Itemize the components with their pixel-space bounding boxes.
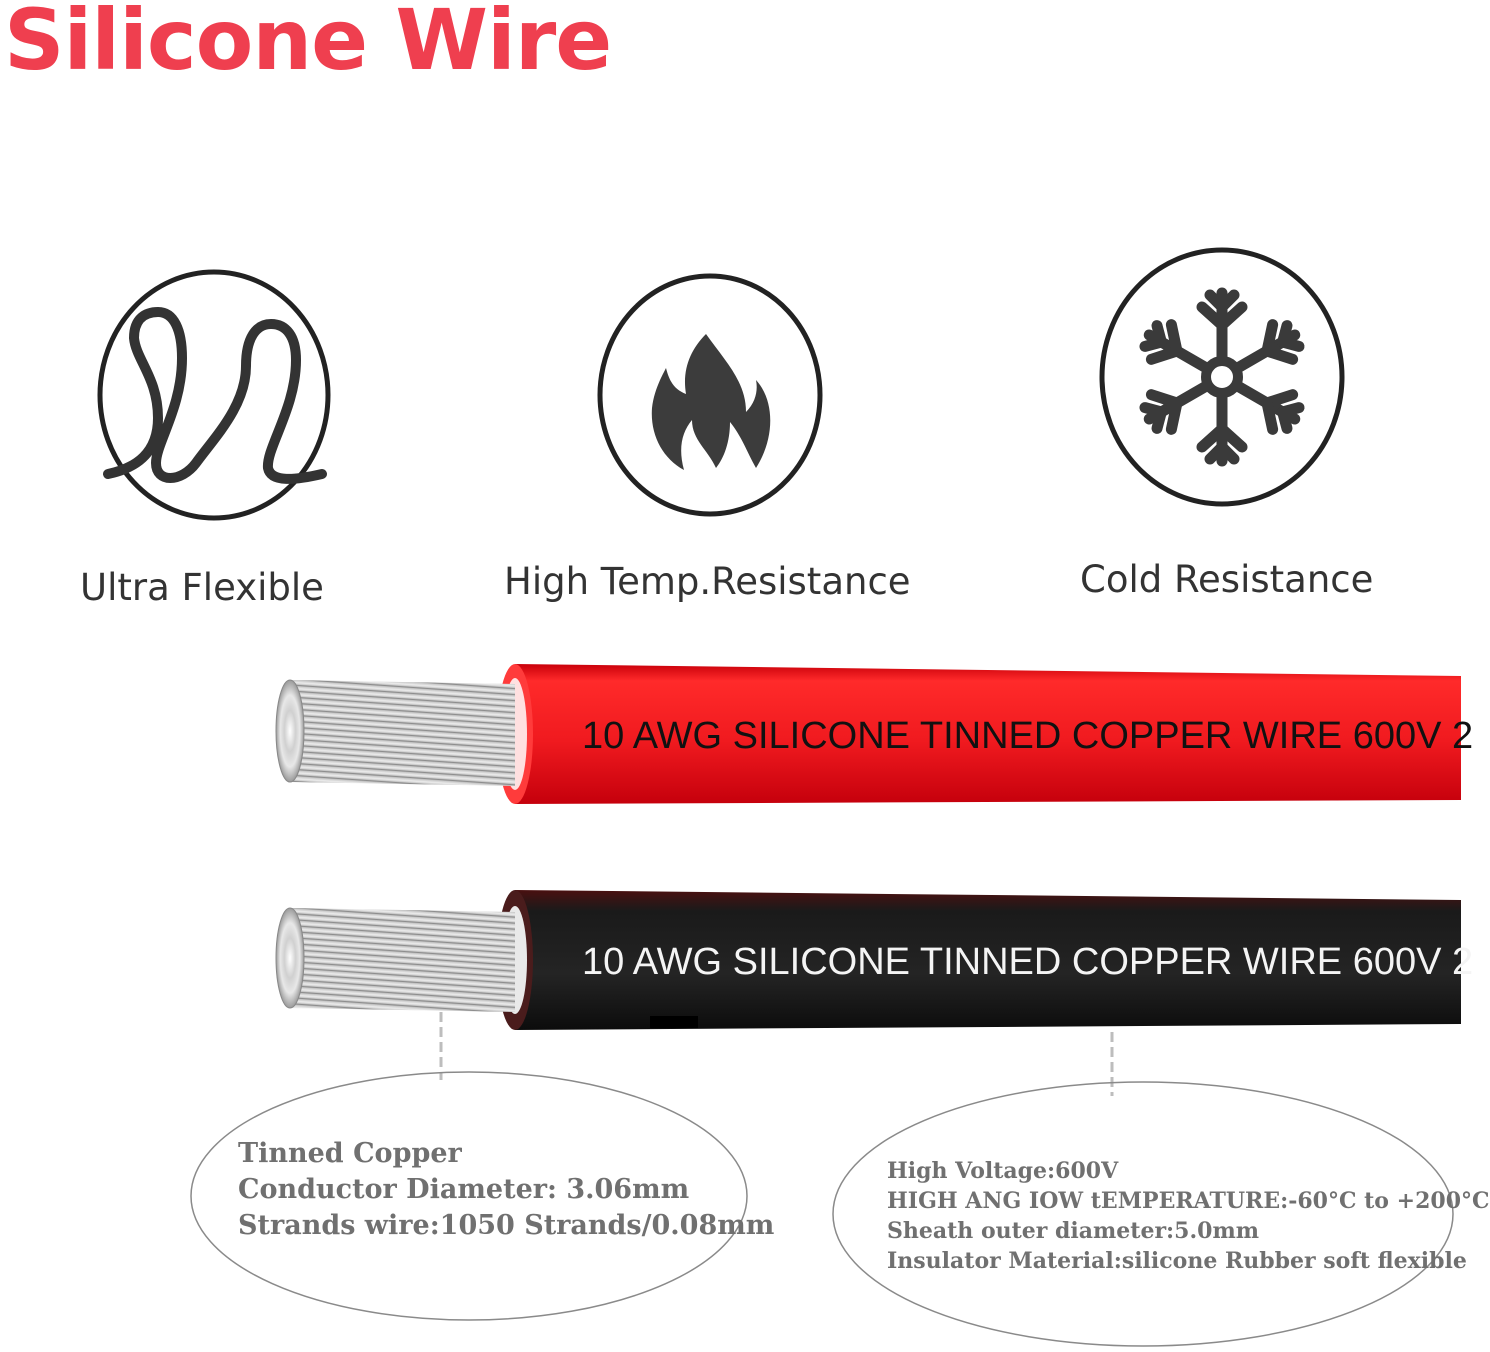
feature-label-cold: Cold Resistance	[1080, 558, 1374, 601]
conductor-callout-bubble	[190, 1071, 748, 1321]
feature-label-flexible: Ultra Flexible	[80, 566, 324, 609]
flame-icon	[597, 273, 823, 517]
black-wire-print: 10 AWG SILICONE TINNED COPPER WIRE 600V …	[582, 941, 1473, 983]
conductor-spec-callout: Tinned Copper Conductor Diameter: 3.06mm…	[238, 1136, 774, 1244]
coil-icon	[97, 269, 331, 521]
conductor-spec-line: Tinned Copper	[238, 1138, 462, 1169]
black-wire	[275, 890, 1461, 1030]
insulation-spec-line: HIGH ANG IOW tEMPERATURE:-60°C to +200°C	[887, 1188, 1490, 1214]
insulation-spec-line: High Voltage:600V	[887, 1158, 1119, 1184]
conductor-spec-line: Strands wire:1050 Strands/0.08mm	[238, 1210, 775, 1241]
snowflake-icon	[1099, 247, 1345, 507]
red-wire-print: 10 AWG SILICONE TINNED COPPER WIRE 600V …	[582, 715, 1473, 757]
wire-illustration: 10 AWG SILICONE TINNED COPPER WIRE 600V …	[190, 664, 1473, 1347]
insulation-callout-bubble	[832, 1081, 1454, 1347]
red-wire	[275, 664, 1461, 804]
page-title: Silicone Wire	[4, 0, 612, 89]
insulation-spec-line: Sheath outer diameter:5.0mm	[887, 1218, 1260, 1244]
insulation-spec-line: Insulator Material:silicone Rubber soft …	[887, 1248, 1467, 1274]
insulation-spec-callout: High Voltage:600V HIGH ANG IOW tEMPERATU…	[887, 1156, 1490, 1276]
feature-label-high-temp: High Temp.Resistance	[504, 560, 911, 603]
conductor-spec-line: Conductor Diameter: 3.06mm	[238, 1174, 690, 1205]
